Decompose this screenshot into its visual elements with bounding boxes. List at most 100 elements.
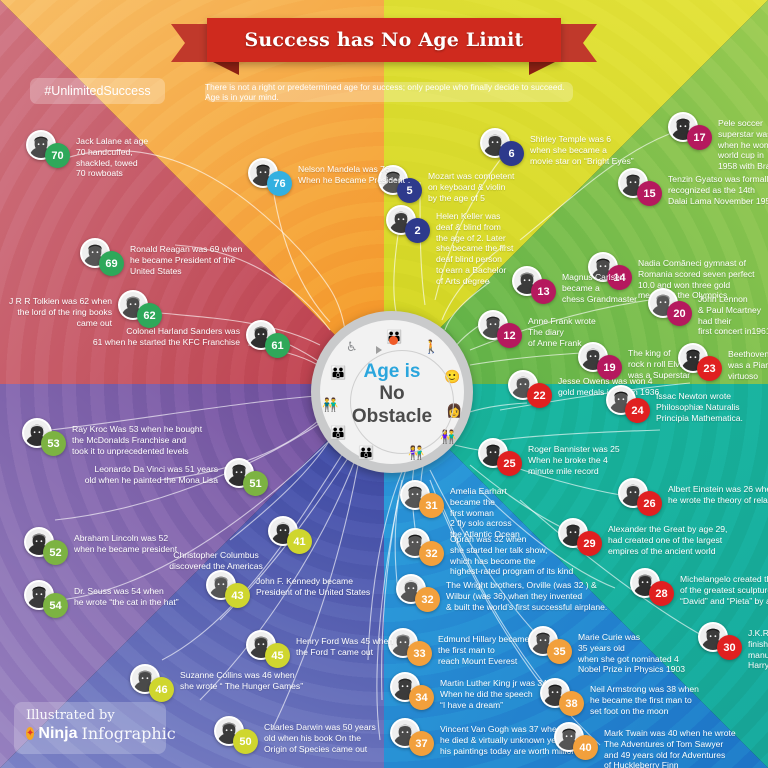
- portrait-avatar: [678, 343, 708, 373]
- age-badge: 20: [667, 301, 692, 326]
- milestone-caption: Michelangelo created the two of the grea…: [680, 574, 768, 606]
- age-badge: 45: [265, 643, 290, 668]
- age-badge: 37: [409, 731, 434, 756]
- age-badge: 32: [419, 541, 444, 566]
- milestone-caption: Abraham Lincoln was 52 when he became pr…: [74, 533, 178, 554]
- milestone-caption: Vincent Van Gogh was 37 when he died & v…: [440, 724, 580, 756]
- family-pair-icon: 👫: [440, 429, 457, 444]
- star-icon: ✦: [26, 727, 35, 740]
- age-badge: 17: [687, 125, 712, 150]
- milestone-caption: Nelson Mandela was 76 When he Became Pre…: [298, 164, 411, 185]
- milestone-caption: Helen Keller was deaf & blind from the a…: [436, 211, 514, 286]
- portrait-avatar: [386, 205, 416, 235]
- milestone-caption: Alexander the Great by age 29, had creat…: [608, 524, 728, 556]
- hub-line-2: No: [379, 383, 405, 405]
- portrait-avatar: [24, 527, 54, 557]
- credit-badge: Illustrated by ✦ Ninja Infographic: [14, 702, 176, 754]
- milestone-caption: Mozart was competent on keyboard & violi…: [428, 171, 515, 203]
- portrait-avatar: [554, 722, 584, 752]
- age-badge: 13: [531, 279, 556, 304]
- milestone-caption: Magnus Carlsen became a chess Grandmaste…: [562, 272, 637, 304]
- couple-icon: 👬: [322, 397, 339, 412]
- brand-bold: Ninja: [38, 724, 78, 742]
- milestone-caption: Ray Kroc Was 53 when he bought the McDon…: [72, 424, 203, 456]
- milestone-caption: Nadia Comăneci gymnast of Romania scored…: [638, 258, 755, 301]
- milestone-caption: Oprah was 32 when she started her talk s…: [450, 534, 574, 577]
- age-badge: 2: [405, 218, 430, 243]
- age-badge: 12: [497, 323, 522, 348]
- age-badge: 23: [697, 356, 722, 381]
- age-badge: 6: [499, 141, 524, 166]
- milestone-caption: The Wright brothers, Orville (was 32 ) &…: [446, 580, 608, 612]
- age-badge: 46: [149, 677, 174, 702]
- milestone-caption: Shirley Temple was 6 when she became a m…: [530, 134, 634, 166]
- portrait-avatar: [246, 320, 276, 350]
- age-badge: 5: [397, 178, 422, 203]
- age-badge: 33: [407, 641, 432, 666]
- page-title: Success has No Age Limit: [244, 29, 524, 51]
- milestone-caption: Albert Einstein was 26 when he wrote the…: [668, 484, 768, 505]
- milestone-caption: J R R Tolkien was 62 when the lord of th…: [8, 296, 112, 328]
- milestone-caption: Pele soccer superstar was when he won th…: [718, 118, 768, 172]
- milestone-caption: John Lennon & Paul Mcartney had their fi…: [698, 294, 768, 337]
- brand-light: Infographic: [81, 724, 176, 743]
- milestone-caption: Charles Darwin was 50 years old when his…: [264, 722, 376, 754]
- age-badge: 51: [243, 471, 268, 496]
- milestone-caption: Christopher Columbus discovered the Amer…: [169, 550, 263, 571]
- hub-progress-ring: [350, 350, 454, 454]
- parent-child-icon: 👪: [358, 445, 375, 460]
- milestone-caption: Colonel Harland Sanders was 61 when he s…: [92, 326, 240, 347]
- milestone-caption: Neil Armstrong was 38 when he became the…: [590, 684, 699, 716]
- age-badge: 24: [625, 398, 650, 423]
- age-badge: 32: [415, 587, 440, 612]
- milestone-caption: Jack Lalane at age 70 handcuffed, shackl…: [76, 136, 149, 179]
- hub-line-3: Obstacle: [351, 405, 433, 427]
- milestone-caption: Issac Newton wrote Philosophiæ Naturalis…: [656, 391, 743, 423]
- milestone-caption: Amelia Earhart became the first woman 2 …: [450, 486, 520, 540]
- family-icon: 👪: [330, 365, 347, 380]
- milestone-caption: Anne Frank wrote The diary of Anne Frank: [528, 316, 596, 348]
- milestone-caption: Martin Luther King jr was 34 When he did…: [440, 678, 547, 710]
- age-badge: 62: [137, 303, 162, 328]
- credit-prefix: Illustrated by: [26, 708, 115, 723]
- age-badge: 40: [573, 735, 598, 760]
- milestone-caption: Ronald Reagan was 69 when he became Pres…: [130, 244, 243, 276]
- milestone-caption: Leonardo Da Vinci was 51 years old when …: [84, 464, 218, 485]
- age-badge: 43: [225, 583, 250, 608]
- age-badge: 26: [637, 491, 662, 516]
- milestone-caption: Suzanne Collins was 46 when she wrote “ …: [180, 670, 304, 691]
- family-group-icon: 👪: [330, 425, 347, 440]
- credit-logo: ✦ Ninja Infographic: [26, 724, 176, 743]
- age-badge: 30: [717, 635, 742, 660]
- center-hub: ♿ 👪 🚶 👪 🙂 👬 👩 👪 👫 👪 👫 Age is No Obstacle: [311, 311, 473, 473]
- age-badge: 38: [559, 691, 584, 716]
- age-badge: 19: [597, 355, 622, 380]
- age-badge: 53: [41, 431, 66, 456]
- age-badge: 41: [287, 529, 312, 554]
- milestone-caption: Marie Curie was 35 years old when she go…: [578, 632, 685, 675]
- age-badge: 50: [233, 729, 258, 754]
- milestone-caption: John F. Kennedy became President of the …: [256, 576, 371, 597]
- arrow-icon: [376, 346, 382, 354]
- hashtag-chip: #UnlimitedSuccess: [30, 78, 165, 104]
- milestone-caption: Dr. Seuss was 54 when he wrote “the cat …: [74, 586, 179, 607]
- subtitle-chip: There is not a right or predetermined ag…: [205, 82, 573, 102]
- hub-line-1: Age is: [363, 361, 421, 382]
- milestone-caption: Roger Bannister was 25 When he broke the…: [528, 444, 620, 476]
- milestone-caption: J.K.Rowling finished the first manuscrip…: [748, 628, 768, 671]
- progress-dot-icon: [389, 336, 398, 345]
- age-badge: 15: [637, 181, 662, 206]
- milestone-caption: Henry Ford Was 45 when the Ford T came o…: [296, 636, 394, 657]
- ribbon-band: Success has No Age Limit: [207, 18, 561, 62]
- wheelchair-icon: ♿: [346, 339, 358, 354]
- age-badge: 31: [419, 493, 444, 518]
- age-badge: 69: [99, 251, 124, 276]
- hub-inner-disc: ♿ 👪 🚶 👪 🙂 👬 👩 👪 👫 👪 👫: [320, 320, 464, 464]
- title-ribbon: Success has No Age Limit: [171, 18, 561, 75]
- milestone-caption: Beethoven was a Piano virtuoso: [728, 349, 768, 381]
- hub-text: Age is No Obstacle: [311, 361, 473, 428]
- person-walking-icon: 🚶: [423, 339, 440, 354]
- milestone-caption: Tenzin Gyatso was formally recognized as…: [668, 174, 768, 206]
- age-badge: 61: [265, 333, 290, 358]
